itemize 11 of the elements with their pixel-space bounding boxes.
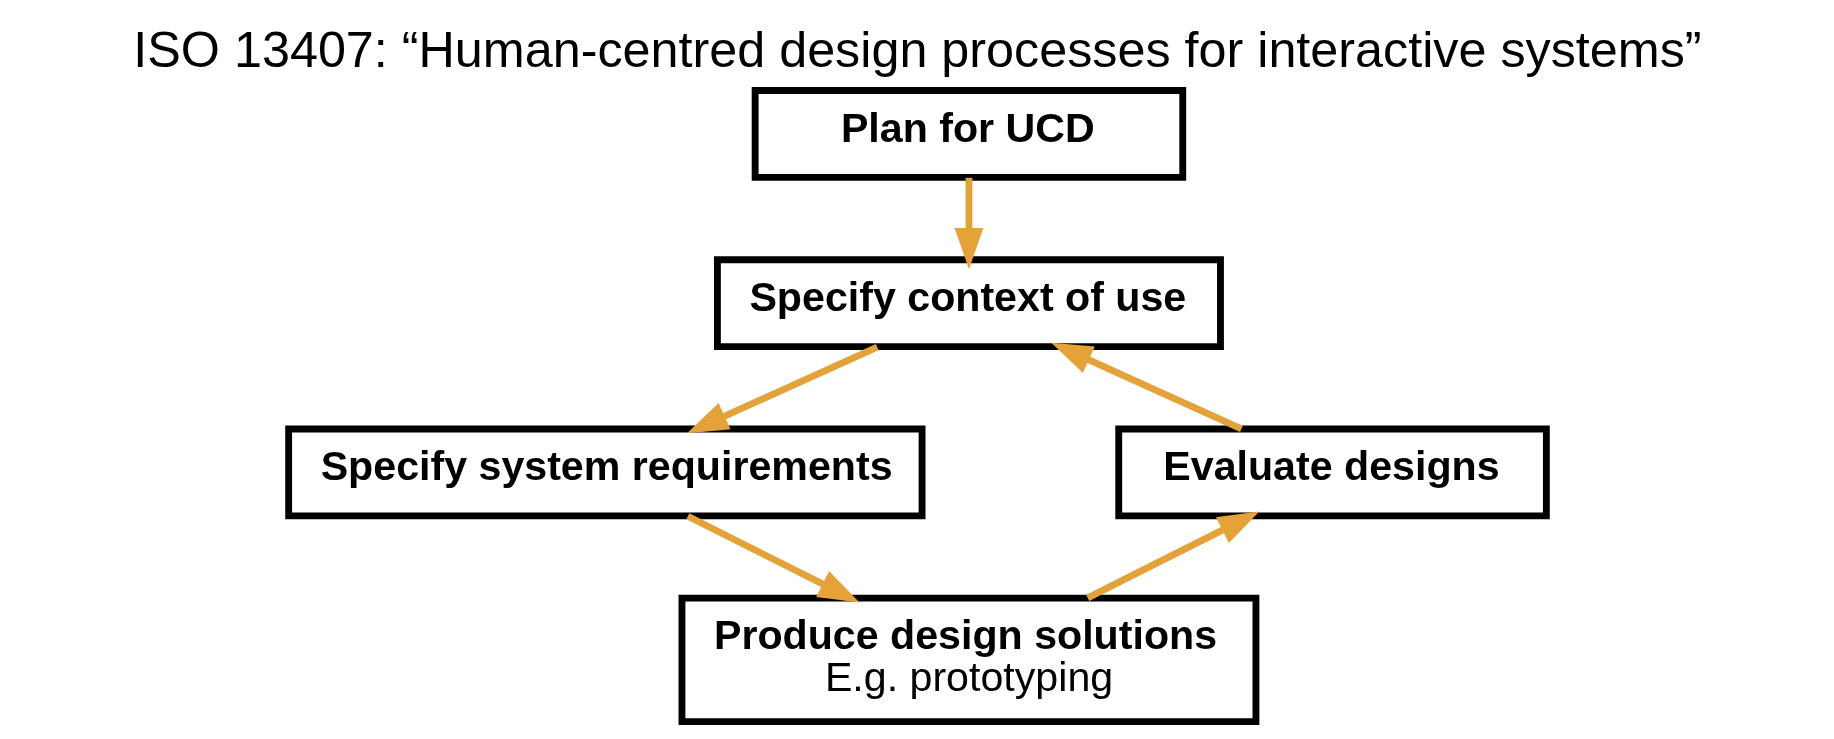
arrow [1050, 342, 1243, 432]
node-box: Produce design solutions E.g. prototyping [678, 594, 1259, 726]
arrow [686, 343, 879, 434]
arrow [1085, 511, 1259, 601]
diagram-title: ISO 13407: “Human-centred design processes for interactive systems” [132, 20, 1702, 78]
arrow [954, 177, 983, 270]
node-box: Specify system requirements [284, 425, 925, 520]
arrow [685, 513, 859, 603]
node-box: Plan for UCD [751, 87, 1186, 181]
node-box: Evaluate designs [1114, 425, 1550, 520]
node-box: Specify context of use [713, 256, 1224, 351]
